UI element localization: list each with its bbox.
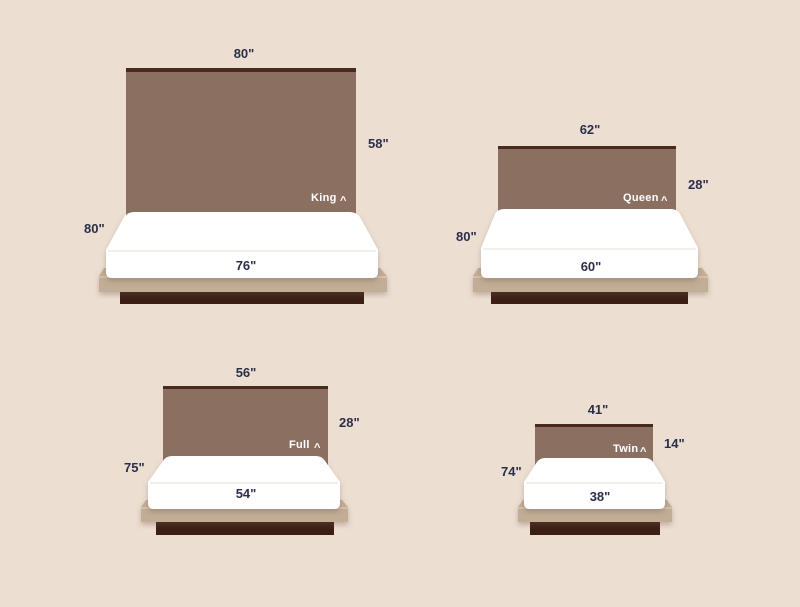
king-mattress-width: 76" [236, 258, 257, 273]
twin-headboard-top [535, 424, 653, 427]
caret-up-icon: ^ [340, 195, 347, 207]
king-headboard [126, 68, 356, 218]
full-mattress-width: 54" [236, 486, 257, 501]
king-size-label: King [311, 192, 337, 204]
full-headboard-width: 56" [236, 365, 257, 380]
caret-up-icon: ^ [314, 442, 321, 454]
twin-size-label: Twin [613, 443, 638, 455]
king-mattress [106, 212, 378, 278]
full-length: 75" [124, 460, 145, 475]
queen-mattress-width: 60" [581, 259, 602, 274]
queen-headboard [498, 146, 676, 216]
full-base [156, 522, 334, 535]
twin-headboard-height: 14" [664, 436, 685, 451]
twin-length: 74" [501, 464, 522, 479]
full-headboard-height: 28" [339, 415, 360, 430]
twin-mattress-width: 38" [590, 489, 611, 504]
queen-base [491, 292, 688, 304]
queen-mattress [481, 209, 698, 278]
king-headboard-height: 58" [368, 136, 389, 151]
bed-queen: 62" 28" 80" 60" Queen ^ [456, 122, 709, 304]
twin-headboard-width: 41" [588, 402, 609, 417]
bed-twin: 41" 14" 74" 38" Twin ^ [501, 402, 685, 535]
full-headboard-top [163, 386, 328, 389]
queen-length: 80" [456, 229, 477, 244]
caret-up-icon: ^ [640, 446, 647, 458]
king-headboard-top [126, 68, 356, 72]
full-size-label: Full [289, 439, 310, 451]
twin-base [530, 522, 660, 535]
king-length: 80" [84, 221, 105, 236]
bed-king: 80" 58" 80" 76" King ^ [84, 46, 389, 304]
queen-headboard-top [498, 146, 676, 149]
caret-up-icon: ^ [661, 195, 668, 207]
queen-headboard-width: 62" [580, 122, 601, 137]
bed-full: 56" 28" 75" 54" Full ^ [124, 365, 360, 535]
queen-headboard-height: 28" [688, 177, 709, 192]
king-headboard-width: 80" [234, 46, 255, 61]
king-base [120, 292, 364, 304]
queen-size-label: Queen [623, 192, 659, 204]
full-headboard [163, 386, 328, 466]
